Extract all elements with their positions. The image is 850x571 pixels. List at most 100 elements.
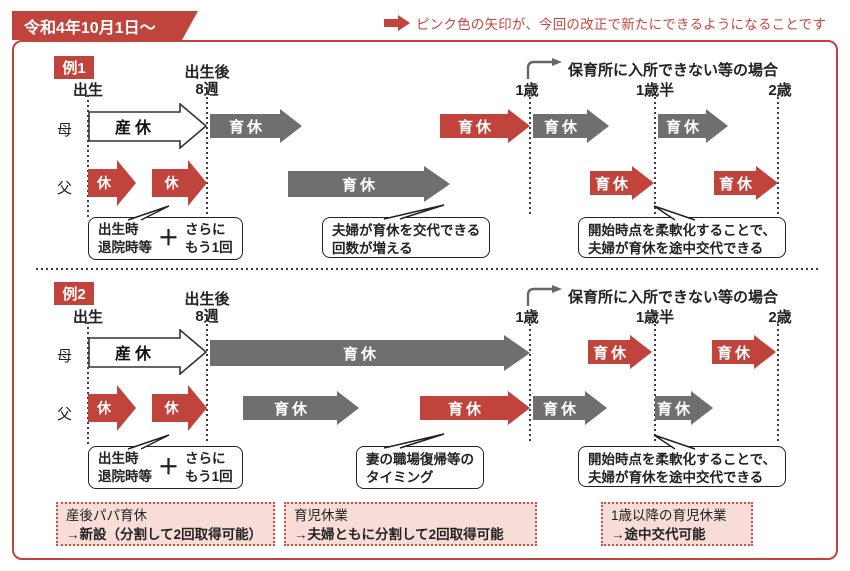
bubble-tail — [127, 434, 170, 450]
arrow-label: 育休 — [543, 118, 580, 136]
ex1-age2-label: 2歳 — [768, 82, 792, 99]
arrow-label: 育休 — [716, 344, 753, 362]
ex2-age1-line — [529, 324, 531, 444]
footer-box-title: 産後パパ育休 — [66, 508, 147, 523]
arrow-label: 育休 — [228, 118, 265, 136]
section-divider — [36, 268, 820, 270]
arrow-label: 育休 — [341, 176, 378, 194]
ex1-week8-line — [206, 97, 208, 217]
ex2-mother-childcare-arrow-1: 育休 — [210, 335, 530, 371]
bubble-text: 退院時等 — [98, 468, 152, 484]
ex2-father-label: 父 — [57, 406, 73, 423]
ex2-age1-label: 1歳 — [515, 309, 539, 326]
bubble-text: 夫婦が育休を交代できる — [332, 223, 481, 238]
bubble-text: タイミング — [366, 469, 434, 485]
footer-box-desc: →途中交代可能 — [611, 526, 706, 542]
bubble-text: 開始時点を柔軟化することで、 — [588, 452, 777, 467]
bubble-tail — [653, 205, 696, 221]
ex2-birth-bubble: 出生時退院時等 ＋ さらにもう1回 — [88, 446, 243, 489]
footer-box-desc: →夫婦ともに分割して2回取得可能 — [294, 526, 504, 542]
arrow-label: 育休 — [447, 400, 484, 418]
bubble-text: 夫婦が育休を途中交代できる — [588, 240, 764, 256]
ex1-mother-label: 母 — [57, 122, 73, 139]
ex2-father-childcare-arrow-1: 育休 — [243, 391, 359, 425]
pink-arrow-icon — [384, 15, 410, 31]
bubble-text: もう1回 — [185, 468, 233, 484]
arrow-label: 育休 — [592, 344, 629, 362]
arrow-label: 育休 — [342, 345, 379, 363]
ex2-age2-label: 2歳 — [768, 309, 792, 326]
arrow-label: 育休 — [273, 400, 310, 418]
ex1-mother-childcare-arrow-1: 育休 — [210, 109, 302, 143]
ex1-age2-line — [777, 97, 779, 217]
arrow-label: 育休 — [457, 118, 494, 136]
bubble-text: 出生時 — [98, 221, 139, 237]
plus-sign: ＋ — [158, 226, 179, 250]
ex2-after-birth-label-2: 8週 — [195, 308, 219, 325]
ex1-birth-bubble: 出生時退院時等 ＋ さらにもう1回 — [88, 217, 243, 260]
arrow-label: 育休 — [665, 118, 702, 136]
ex2-nursery-note: 保育所に入所できない等の場合 — [568, 289, 779, 306]
arrow-label: 育休 — [542, 400, 579, 418]
ex2-mother-label: 母 — [57, 348, 73, 365]
curved-arrow-icon — [526, 58, 562, 79]
bubble-tail — [127, 205, 170, 221]
bubble-tail — [653, 434, 696, 450]
ex1-after-birth-label-1: 出生後 — [184, 64, 230, 81]
arrow-label: 産休 — [114, 120, 155, 137]
bubble-text: 出生時 — [98, 450, 139, 466]
ex2-birth-label: 出生 — [72, 309, 104, 326]
footer-box-desc: →新設（分割して2回取得可能） — [66, 526, 263, 542]
footer-box-after-age1: 1歳以降の育児休業 →途中交代可能 — [601, 502, 753, 546]
arrow-label: 産休 — [114, 346, 155, 363]
ex1-birth-label: 出生 — [72, 82, 104, 99]
diagram-frame — [12, 40, 838, 560]
bubble-text: もう1回 — [185, 239, 233, 255]
bubble-text: 夫婦が育休を途中交代できる — [588, 469, 764, 485]
legend-note-text: ピンク色の矢印が、今回の改正で新たにできるようになることです — [416, 17, 827, 32]
bubble-tail — [383, 204, 445, 220]
curved-arrow-icon — [526, 285, 562, 306]
ex2-flex-bubble: 開始時点を柔軟化することで、 夫婦が育休を途中交代できる — [578, 446, 787, 487]
ex1-age1half-line — [654, 97, 656, 217]
bubble-text: 退院時等 — [98, 239, 152, 255]
ex1-mother-maternity-arrow: 産休 — [88, 103, 208, 149]
ex2-mother-maternity-arrow: 産休 — [88, 329, 208, 375]
arrow-label: 休 — [97, 400, 111, 416]
ex2-age2-line — [777, 324, 779, 444]
footer-box-childcare-leave: 育児休業 →夫婦ともに分割して2回取得可能 — [284, 502, 537, 546]
ex2-father-childcare-arrow-new: 育休 — [420, 391, 530, 425]
date-banner: 令和4年10月1日～ — [12, 11, 198, 40]
ex2-age1half-line — [654, 324, 656, 444]
ex1-father-childcare-arrow-1: 育休 — [288, 166, 450, 202]
ex2-age1half-label: 1歳半 — [635, 309, 675, 326]
ex1-after-birth-label-2: 8週 — [195, 81, 219, 98]
arrow-label: 育休 — [656, 400, 693, 418]
footer-box-title: 育児休業 — [294, 508, 348, 523]
ex1-mother-childcare-arrow-new: 育休 — [440, 109, 530, 143]
arrow-label: 育休 — [594, 175, 631, 193]
arrow-label: 休 — [164, 175, 179, 191]
ex1-age1half-label: 1歳半 — [635, 82, 675, 99]
example2-badge: 例2 — [54, 282, 94, 305]
example1-badge: 例1 — [54, 56, 94, 79]
arrow-label: 育休 — [718, 175, 755, 193]
ex2-week8-line — [206, 324, 208, 444]
ex1-swap-bubble: 夫婦が育休を交代できる 回数が増える — [322, 217, 491, 258]
bubble-tail — [383, 433, 445, 449]
footer-box-title: 1歳以降の育児休業 — [611, 508, 727, 523]
ex1-birth-line — [87, 95, 89, 217]
arrow-label: 休 — [97, 175, 111, 191]
bubble-text: 回数が増える — [332, 240, 413, 256]
ex2-after-birth-label-1: 出生後 — [184, 291, 230, 308]
ex1-flex-bubble: 開始時点を柔軟化することで、 夫婦が育休を途中交代できる — [578, 217, 787, 258]
ex1-nursery-note: 保育所に入所できない等の場合 — [568, 62, 779, 79]
ex2-return-bubble: 妻の職場復帰等の タイミング — [356, 446, 484, 489]
ex2-birth-line — [87, 322, 89, 444]
legend-note: ピンク色の矢印が、今回の改正で新たにできるようになることです — [384, 13, 826, 33]
ex1-age1-label: 1歳 — [515, 82, 539, 99]
bubble-text: 開始時点を柔軟化することで、 — [588, 223, 777, 238]
arrow-label: 休 — [164, 400, 179, 416]
footer-box-papa-leave: 産後パパ育休 →新設（分割して2回取得可能） — [56, 502, 275, 546]
